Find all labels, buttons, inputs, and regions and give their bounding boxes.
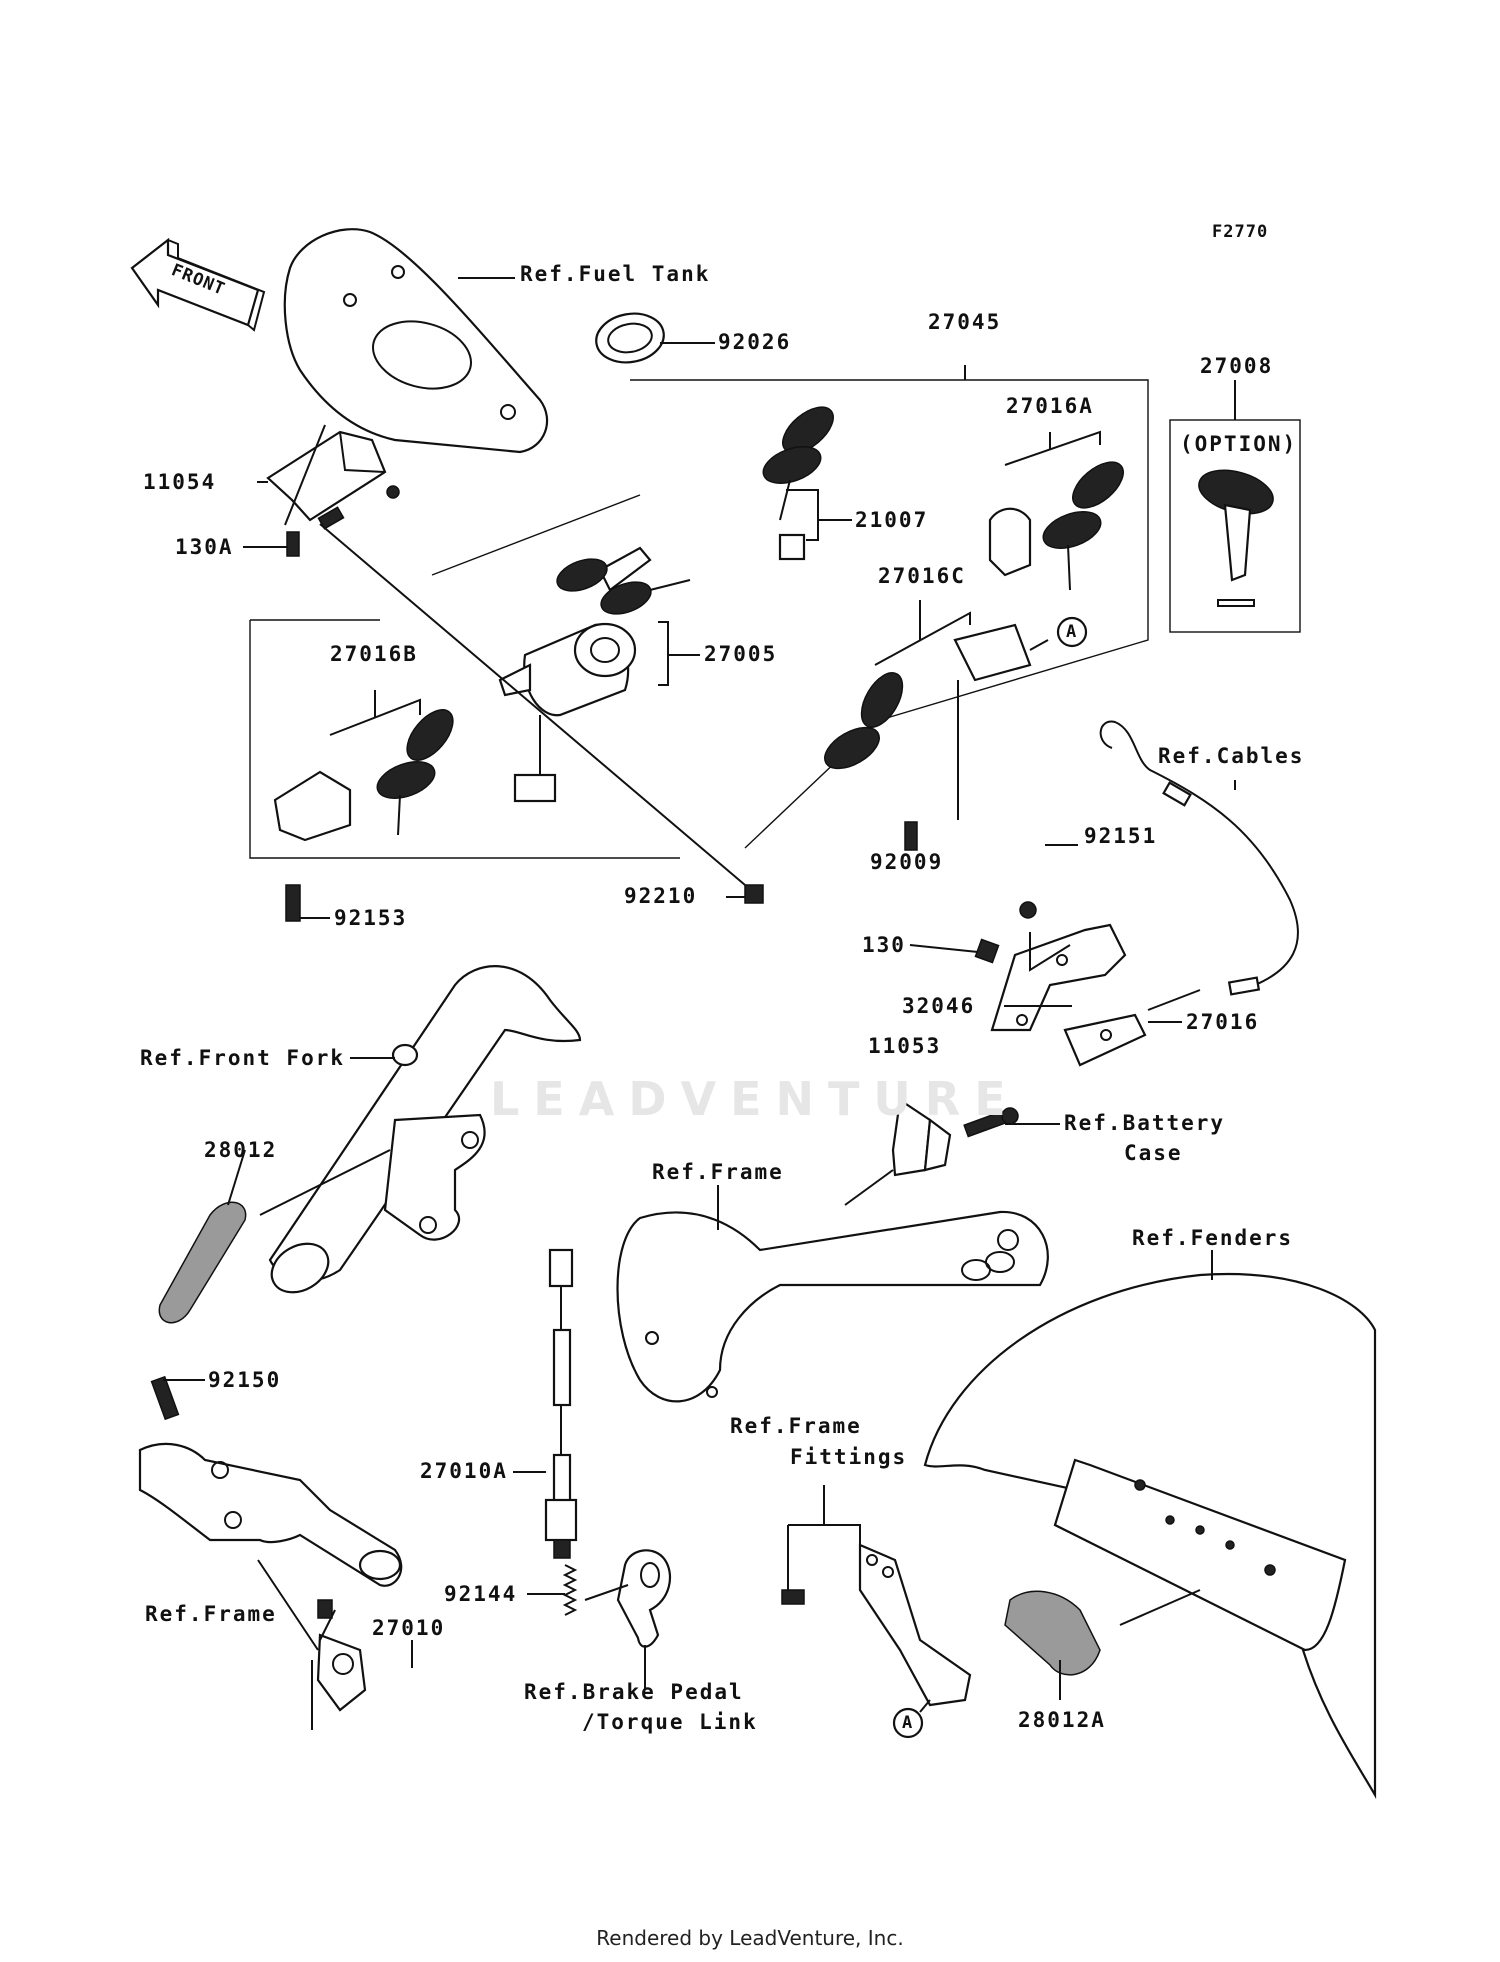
- label-ref-battery-2: Case: [1124, 1141, 1183, 1165]
- frame-mid: [616, 1210, 1049, 1403]
- label-27010a: 27010A: [420, 1459, 508, 1483]
- callout-a-bottom: A: [902, 1713, 914, 1733]
- callout-a-top: A: [1066, 622, 1078, 642]
- label-ref-fuel-tank: Ref.Fuel Tank: [520, 262, 711, 286]
- bolt-130a: [286, 531, 300, 557]
- label-ref-brake-pedal-2: /Torque Link: [582, 1710, 758, 1734]
- spring-92144: [562, 1564, 578, 1616]
- lock-27016c: [824, 623, 1032, 770]
- callout-a-bottom-circle: [892, 1707, 924, 1739]
- fuel-tank-cover: [283, 228, 549, 454]
- bolt-130: [974, 938, 1000, 964]
- nut-92210: [744, 884, 764, 904]
- label-27045: 27045: [928, 310, 1002, 334]
- label-27016c: 27016C: [878, 564, 966, 588]
- label-ref-frame-left: Ref.Frame: [145, 1602, 277, 1626]
- watermark: LEADVENTURE: [490, 1072, 1020, 1126]
- bolt-92150: [150, 1375, 180, 1421]
- label-ref-frame-mid: Ref.Frame: [652, 1160, 784, 1184]
- label-130a: 130A: [175, 535, 234, 559]
- label-27010: 27010: [372, 1616, 446, 1640]
- grommet-92026: [595, 312, 665, 364]
- lock-27016a: [988, 461, 1124, 591]
- front-fork: [268, 965, 582, 1294]
- label-11054: 11054: [143, 470, 217, 494]
- label-92151: 92151: [1084, 824, 1158, 848]
- front-direction-arrow: [130, 237, 266, 332]
- group-27045-frame: [630, 379, 1149, 849]
- label-ref-frame-fittings-1: Ref.Frame: [730, 1414, 862, 1438]
- leader-lines: [163, 277, 1236, 1700]
- bracket-11054: [266, 430, 400, 522]
- option-key-27008: [1198, 469, 1274, 607]
- brake-pedal-link: [616, 1549, 672, 1648]
- label-130: 130: [862, 933, 906, 957]
- brake-switch-27010a: [544, 1248, 578, 1559]
- keys-21007: [762, 406, 834, 561]
- label-92009: 92009: [870, 850, 944, 874]
- label-92210: 92210: [624, 884, 698, 908]
- lock-27016: [1063, 1013, 1147, 1067]
- label-28012a: 28012A: [1018, 1708, 1106, 1732]
- lock-27016b: [273, 709, 454, 842]
- rear-fender: [923, 1273, 1377, 1800]
- bracket-32046: [990, 901, 1127, 1032]
- callout-a-top-circle: [1056, 616, 1088, 648]
- label-27016a: 27016A: [1006, 394, 1094, 418]
- reflector-28012: [158, 1201, 247, 1324]
- label-28012: 28012: [204, 1138, 278, 1162]
- label-92150: 92150: [208, 1368, 282, 1392]
- ignition-switch-27005: [498, 546, 691, 803]
- cable-assembly: [1099, 720, 1299, 1011]
- switch-27010: [311, 1599, 367, 1730]
- frame-left: [138, 1442, 403, 1587]
- label-ref-frame-fittings-2: Fittings: [790, 1445, 908, 1469]
- label-92153: 92153: [334, 906, 408, 930]
- diagram-code: F2770: [1212, 222, 1269, 242]
- label-21007: 21007: [855, 508, 929, 532]
- frame-fittings-bracket: [858, 1543, 972, 1707]
- label-ref-fenders: Ref.Fenders: [1132, 1226, 1294, 1250]
- label-ref-cables: Ref.Cables: [1158, 744, 1305, 768]
- screw-92009: [904, 821, 918, 851]
- option-box-title: (OPTION): [1180, 432, 1298, 456]
- label-27005: 27005: [704, 642, 778, 666]
- bracket-11053: [844, 1098, 952, 1206]
- bolt-92153: [285, 884, 301, 922]
- footer-credit: Rendered by LeadVenture, Inc.: [596, 1926, 904, 1950]
- label-11053: 11053: [868, 1034, 942, 1058]
- bolt-frame-fittings: [781, 1589, 805, 1605]
- label-92026: 92026: [718, 330, 792, 354]
- label-27016: 27016: [1186, 1010, 1260, 1034]
- label-92144: 92144: [444, 1582, 518, 1606]
- reflector-28012a: [1004, 1590, 1101, 1676]
- label-ref-front-fork: Ref.Front Fork: [140, 1046, 346, 1070]
- label-ref-brake-pedal-1: Ref.Brake Pedal: [524, 1680, 744, 1704]
- label-27016b: 27016B: [330, 642, 418, 666]
- label-32046: 32046: [902, 994, 976, 1018]
- label-27008: 27008: [1200, 354, 1274, 378]
- label-ref-battery-1: Ref.Battery: [1064, 1111, 1226, 1135]
